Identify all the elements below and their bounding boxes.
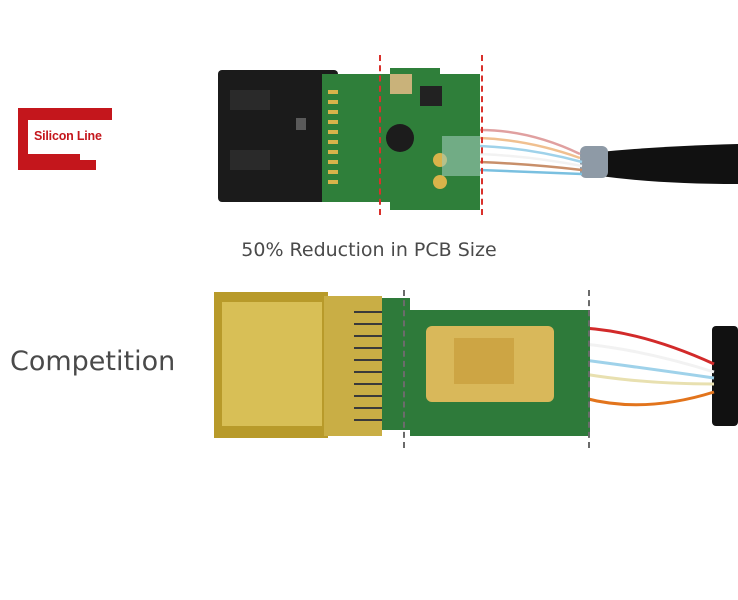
logo-mark [18, 108, 112, 170]
caption-pcb-reduction: 50% Reduction in PCB Size [241, 239, 497, 261]
competition-label: Competition [10, 346, 176, 377]
silicon-line-logo: Silicon Line [14, 108, 124, 170]
logo-text: Silicon Line [34, 129, 102, 143]
competition-boundary-right [588, 290, 590, 448]
boundary-marker-left [379, 55, 381, 215]
competition-connector-photo [214, 288, 738, 448]
silicon-line-connector-photo [210, 60, 738, 220]
boundary-marker-right [481, 55, 483, 215]
competition-boundary-left [403, 290, 405, 448]
